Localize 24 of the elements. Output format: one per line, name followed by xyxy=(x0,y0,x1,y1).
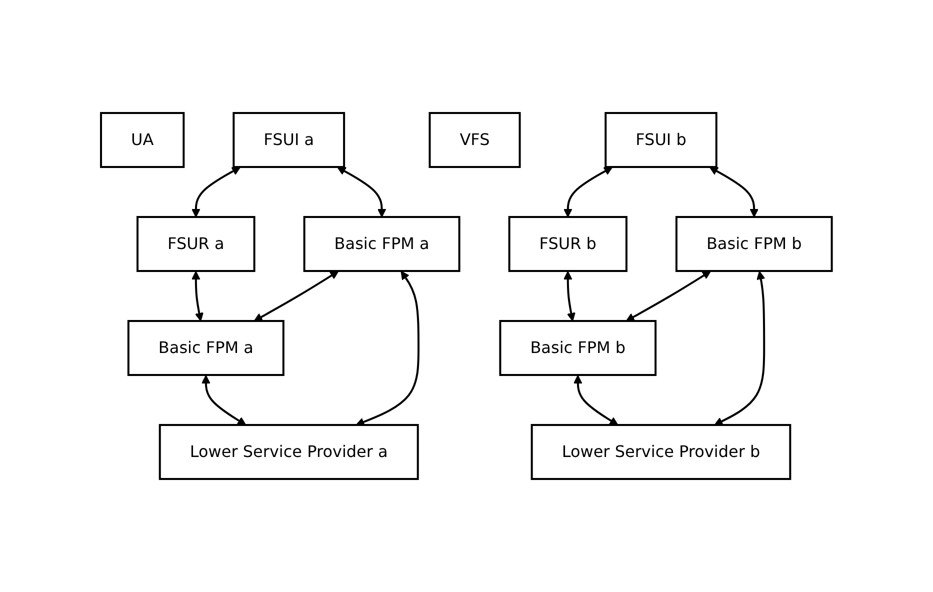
arrow xyxy=(626,270,712,322)
node-box: Basic FPM a xyxy=(303,216,460,272)
arrow xyxy=(709,166,759,218)
arrow xyxy=(254,270,339,322)
node-box: Basic FPM a xyxy=(128,320,284,376)
node-box: FSUR b xyxy=(508,216,628,272)
node-box: FSUI a xyxy=(232,112,346,168)
arrow xyxy=(564,271,576,322)
node-box: Basic FPM b xyxy=(499,320,657,376)
arrow xyxy=(202,375,246,426)
node-box: UA xyxy=(100,112,185,168)
arrow xyxy=(337,166,386,218)
arrow xyxy=(356,270,420,426)
node-box: VFS xyxy=(428,112,521,168)
arrow xyxy=(564,166,613,218)
arrow xyxy=(714,270,766,426)
node-box: Basic FPM b xyxy=(676,216,833,272)
node-box: Lower Service Provider a xyxy=(158,424,419,480)
arrow xyxy=(192,271,204,322)
arrow xyxy=(574,375,618,426)
node-box: Lower Service Provider b xyxy=(530,424,792,480)
node-box: FSUR a xyxy=(136,216,256,272)
node-box: FSUI b xyxy=(604,112,718,168)
arrow xyxy=(192,166,241,218)
